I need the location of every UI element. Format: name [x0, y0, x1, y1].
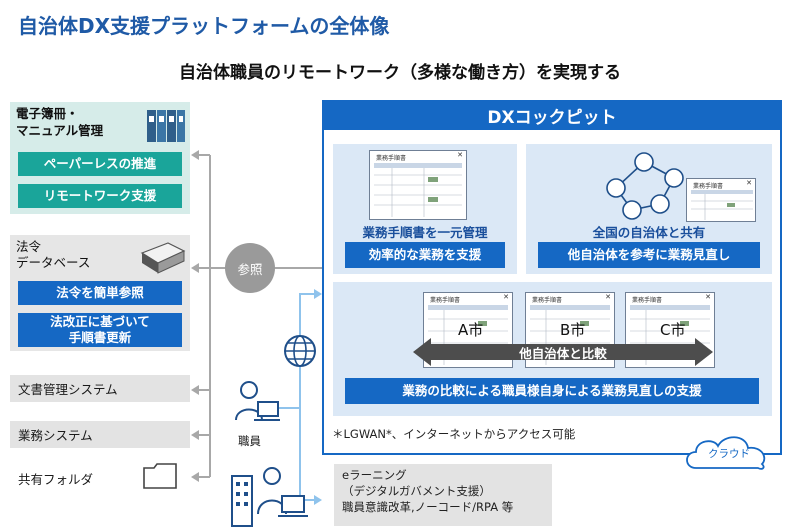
panel2-caption: 全国の自治体と共有: [592, 225, 706, 240]
elearning-title: eラーニング: [342, 468, 407, 482]
close-icon: ✕: [605, 293, 611, 301]
close-icon: ✕: [746, 179, 752, 187]
doc-table-graphic: [691, 190, 753, 220]
manual-heading-2: マニュアル管理: [16, 123, 104, 138]
document-management-system: 文書管理システム: [10, 375, 190, 402]
page-title: 自治体DX支援プラットフォームの全体像: [18, 14, 390, 38]
law-database-panel: 法令 データベース 法令を簡単参照 法改正に基づいて 手順書更新: [10, 235, 190, 351]
doc-table-graphic: [428, 305, 508, 365]
doc-table-graphic: [374, 163, 462, 217]
binder-icon: [147, 110, 185, 142]
city-b-label: B市: [560, 321, 586, 339]
doc-title: 業務手順書: [632, 297, 663, 304]
home-worker-icon: [231, 467, 308, 527]
manual-panel: 電子簿冊・ マニュアル管理 ペーパーレスの推進 リモートワーク支援: [10, 102, 190, 214]
compare-panel: 業務手順書 ✕ A市 業務手順書 ✕ B市 業務手順書 ✕ C市 他自治体と比較…: [333, 282, 772, 416]
close-icon: ✕: [457, 151, 463, 159]
close-icon: ✕: [705, 293, 711, 301]
city-a-label: A市: [458, 321, 484, 339]
law-heading-2: データベース: [16, 255, 91, 270]
page-subtitle: 自治体職員のリモートワーク（多様な働き方）を実現する: [179, 63, 621, 83]
comparison-review-button[interactable]: 業務の比較による職員様自身による業務見直しの支援: [345, 378, 759, 404]
efficient-work-button[interactable]: 効率的な業務を支援: [345, 242, 505, 268]
cloud-label: クラウド: [708, 448, 750, 460]
compare-arrow: [413, 338, 713, 366]
paperless-button[interactable]: ペーパーレスの推進: [18, 152, 182, 176]
elearning-box: eラーニング （デジタルガバメント支援） 職員意識改革,ノーコード/RPA 等: [334, 464, 552, 526]
elearning-sub: （デジタルガバメント支援）: [342, 484, 491, 498]
doc-title: 業務手順書: [693, 183, 724, 190]
reference-circle: 参照: [225, 243, 275, 293]
access-note: ＊LGWAN*、インターネットからアクセス可能: [332, 427, 576, 441]
cloud-icon: [686, 436, 766, 470]
law-update-line-2: 手順書更新: [68, 330, 132, 345]
dx-cockpit-title: DXコックピット: [322, 100, 782, 130]
business-system: 業務システム: [10, 421, 190, 448]
manual-mgmt-panel: 業務手順書 ✕ 業務手順書を一元管理 効率的な業務を支援: [333, 144, 517, 274]
law-lookup-button[interactable]: 法令を簡単参照: [18, 281, 182, 305]
doc-title: 業務手順書: [532, 297, 563, 304]
law-update-button[interactable]: 法改正に基づいて 手順書更新: [18, 313, 182, 347]
law-book-icon: [140, 242, 186, 274]
law-heading-1: 法令: [16, 239, 42, 254]
folder-icon: [143, 463, 177, 489]
network-people-icon: [606, 152, 684, 220]
shared-folder-label: 共有フォルダ: [18, 472, 94, 487]
remote-work-button[interactable]: リモートワーク支援: [18, 184, 182, 208]
manual-heading-1: 電子簿冊・: [16, 106, 79, 121]
doc-title: 業務手順書: [376, 155, 407, 162]
elearning-topics: 職員意識改革,ノーコード/RPA 等: [342, 500, 514, 514]
compare-arrow-label: 他自治体と比較: [519, 346, 607, 361]
nationwide-share-panel: 業務手順書 ✕ 全国の自治体と共有 他自治体を参考に業務見直し: [526, 144, 772, 274]
city-c-label: C市: [660, 321, 686, 339]
shared-doc-thumbnail: 業務手順書 ✕: [686, 178, 756, 222]
doc-title: 業務手順書: [430, 297, 461, 304]
review-with-others-button[interactable]: 他自治体を参考に業務見直し: [538, 242, 760, 268]
procedure-doc-thumbnail: 業務手順書 ✕: [369, 150, 467, 220]
close-icon: ✕: [503, 293, 509, 301]
panel1-caption: 業務手順書を一元管理: [362, 225, 488, 240]
globe-icon: [284, 335, 316, 367]
law-update-line-1: 法改正に基づいて: [50, 314, 150, 329]
staff-label: 職員: [238, 434, 261, 448]
staff-laptop-icon: [235, 381, 280, 421]
